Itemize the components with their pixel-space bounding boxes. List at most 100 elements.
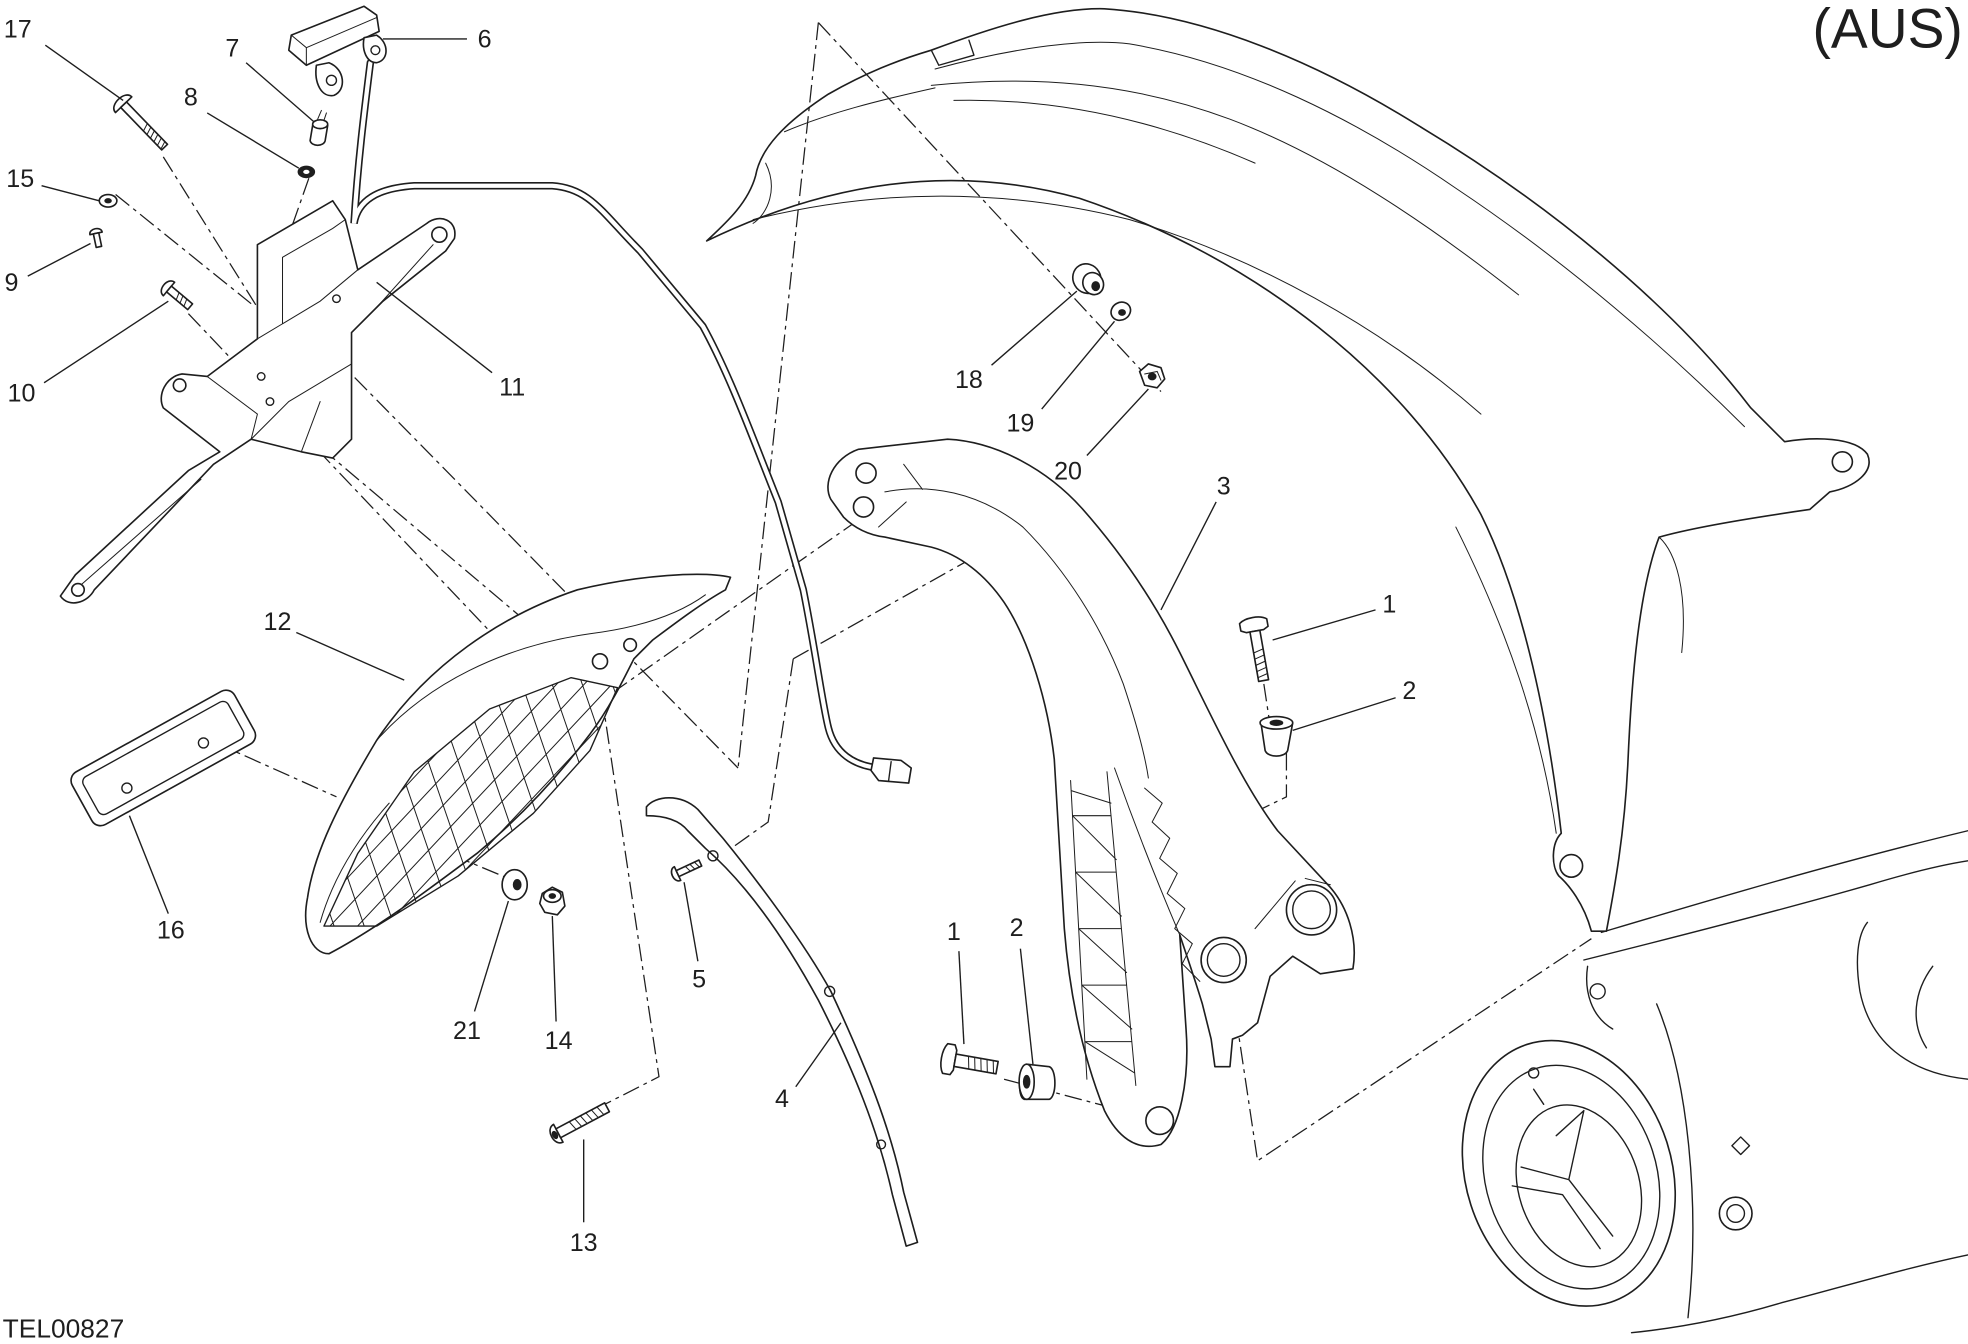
rear-mudguard [705,7,1870,932]
swingarm [1461,830,1968,1334]
plate-holder-plate-hole-1 [256,372,266,381]
leader-2-upper [1292,697,1396,732]
housing-mount-boss [591,652,609,670]
light-part-6 [287,5,913,784]
callout-14: 14 [545,1027,573,1055]
mudguard-top-notch [930,39,975,66]
housing-mount-boss-2 [623,637,638,653]
axis-18-19-20 [817,22,1162,392]
reflector-stud-left [121,782,133,794]
swingarm-hub-opening [1515,1104,1643,1268]
swingarm-small-hole [1589,983,1606,1000]
callout-16: 16 [157,917,185,945]
screw-5 [670,859,703,882]
grommet-2-lower [1018,1063,1056,1101]
strip-lower-hole [876,1139,887,1150]
drawing-code: TEL00827 [3,1314,125,1344]
strip-part-4 [645,796,919,1247]
washer-8 [297,165,316,179]
callout-5: 5 [692,966,706,994]
swingarm-hole [1718,1196,1753,1231]
axis-4-to-3 [792,545,995,660]
leader-15 [41,185,100,202]
swingarm-hole-inner [1726,1204,1746,1223]
screw-10 [160,280,194,311]
plate-holder-part-11 [59,199,456,604]
bracket-lower-hole [852,496,875,518]
callout-6: 6 [478,26,492,54]
bracket-bottom-hole [1145,1106,1175,1136]
plate-holder-outline [59,199,456,604]
callout-2-upper: 2 [1402,677,1416,705]
bracket-right-hole [1285,883,1338,936]
axis-10 [187,313,541,685]
reflector-frame [70,689,257,827]
bracket-part-3 [827,438,1356,1147]
leader-21 [473,900,510,1012]
callout-labels: 17 7 6 8 15 9 10 11 12 16 21 14 5 13 4 1… [4,16,1417,1257]
callout-2-lower: 2 [1010,914,1024,942]
spacer-7 [309,109,329,147]
bracket-rib-ladder [1070,771,1137,1086]
callout-17: 17 [4,16,32,44]
cable-core [351,60,881,771]
plate-holder-face-lines [74,219,434,591]
strip-outline [645,796,919,1247]
callout-3: 3 [1217,472,1231,500]
leader-20 [1086,388,1149,456]
leader-17 [44,44,124,101]
callout-7: 7 [225,34,239,62]
swingarm-hub-spokes [1511,1088,1614,1250]
bracket-outline [827,438,1356,1147]
leader-18 [991,290,1078,366]
cable-connector-pin [887,761,892,782]
nut-20 [1138,363,1166,389]
callout-4: 4 [775,1085,789,1113]
mudguard-ridge-lines [752,41,1745,834]
swingarm-hub-outer-ring [1461,1039,1677,1307]
grommet-2-upper [1259,715,1294,757]
leader-8 [206,112,300,169]
leader-1-lower [958,951,965,1045]
leader-19 [1041,320,1116,410]
nut-14 [538,886,566,916]
leader-12 [296,631,405,681]
housing-cover-edge [319,594,706,923]
callout-10: 10 [8,380,36,408]
callout-9: 9 [4,269,18,297]
leader-9 [27,242,91,277]
washer-15 [98,193,118,208]
callout-13: 13 [570,1229,598,1257]
axis-4-5 [715,658,794,861]
plate-holder-body-hole [172,378,187,393]
region-code: (AUS) [1813,0,1963,60]
housing-outline [304,573,732,955]
reflector-stud-right [197,737,210,749]
callout-18: 18 [955,366,983,394]
mudguard-outline [705,7,1870,932]
leader-11 [376,281,493,374]
callout-1-upper: 1 [1382,590,1396,618]
housing-grid-frame [323,676,619,927]
washer-19 [1110,301,1132,322]
leader-16 [128,815,169,914]
plate-holder-right-hole [431,226,448,244]
light-left-ear [315,61,344,97]
screw-1-upper [1238,616,1270,683]
callout-19: 19 [1006,410,1034,438]
bracket-flange-teeth [1144,787,1201,982]
reflector-lens [82,700,245,816]
washer-21 [501,868,529,901]
callout-8: 8 [184,83,198,111]
cable-connector [870,757,913,784]
axis-13 [273,407,660,1112]
leader-7 [245,62,315,123]
reflector-part-16 [70,689,257,827]
leader-1-upper [1272,609,1376,641]
axis-16 [215,742,337,798]
swingarm-pin-hole [1527,1067,1540,1079]
light-right-ear [362,34,387,64]
strip-top-hole [707,850,719,862]
axis-15-9 [115,194,252,305]
callout-20: 20 [1054,457,1082,485]
